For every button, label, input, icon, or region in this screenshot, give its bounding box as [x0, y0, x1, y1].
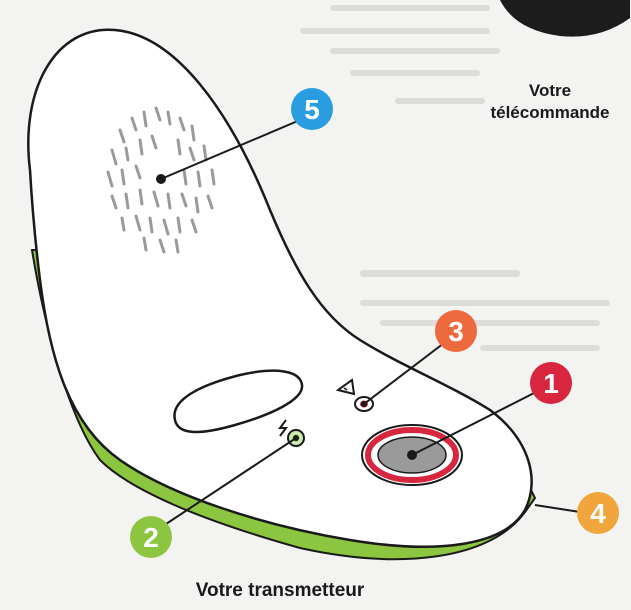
callout-1: 1: [530, 362, 572, 404]
remote-caption: Votre télécommande: [470, 80, 630, 124]
callout-1-label: 1: [543, 368, 559, 399]
transmitter-caption: Votre transmetteur: [170, 580, 390, 602]
callout-2: 2: [130, 516, 172, 558]
callout-4-label: 4: [590, 498, 606, 529]
callout-5: 5: [291, 88, 333, 130]
remote-caption-line2: télécommande: [470, 102, 630, 124]
callout-4: 4: [577, 492, 619, 534]
remote-shape: [500, 0, 630, 37]
callout-2-label: 2: [143, 522, 159, 553]
callout-3-label: 3: [448, 316, 464, 347]
remote-caption-line1: Votre: [470, 80, 630, 102]
callout-3: 3: [435, 310, 477, 352]
callout-5-label: 5: [304, 94, 320, 125]
